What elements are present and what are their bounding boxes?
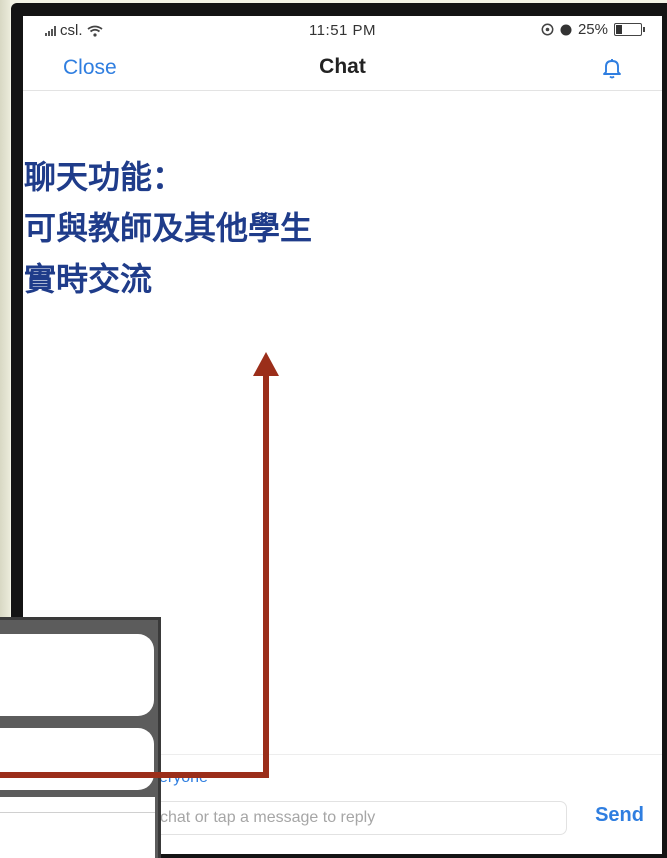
wifi-icon — [86, 25, 103, 37]
bell-icon[interactable] — [600, 56, 624, 80]
overlay-screenshot — [0, 617, 161, 858]
page-title: Chat — [319, 55, 366, 78]
overlay-footer — [0, 797, 155, 858]
annotation-line-1: 聊天功能： — [24, 158, 185, 196]
carrier-label: csl. — [60, 22, 83, 39]
annotation-line-3: 實時交流 — [24, 260, 153, 298]
overlay-card — [0, 634, 154, 716]
overlay-divider — [0, 812, 155, 813]
status-right: 25% — [541, 21, 645, 38]
status-time: 11:51 PM — [308, 22, 377, 39]
close-button[interactable]: Close — [63, 56, 117, 79]
send-button[interactable]: Send — [595, 804, 644, 826]
battery-icon — [614, 23, 645, 36]
annotation-line-2: 可與教師及其他學生 — [24, 209, 313, 247]
status-bar: csl. 11:51 PM 25% — [23, 16, 662, 46]
chat-feature-annotation: 聊天功能： 可與教師及其他學生 實時交流 — [24, 152, 312, 305]
overlay-card — [0, 728, 154, 790]
battery-percent: 25% — [577, 21, 608, 38]
location-icon — [541, 23, 554, 36]
moon-icon — [560, 24, 572, 35]
chat-header: Close Chat — [23, 46, 662, 91]
chat-input[interactable] — [147, 801, 567, 835]
status-left: csl. — [45, 22, 103, 39]
signal-icon — [45, 25, 56, 36]
